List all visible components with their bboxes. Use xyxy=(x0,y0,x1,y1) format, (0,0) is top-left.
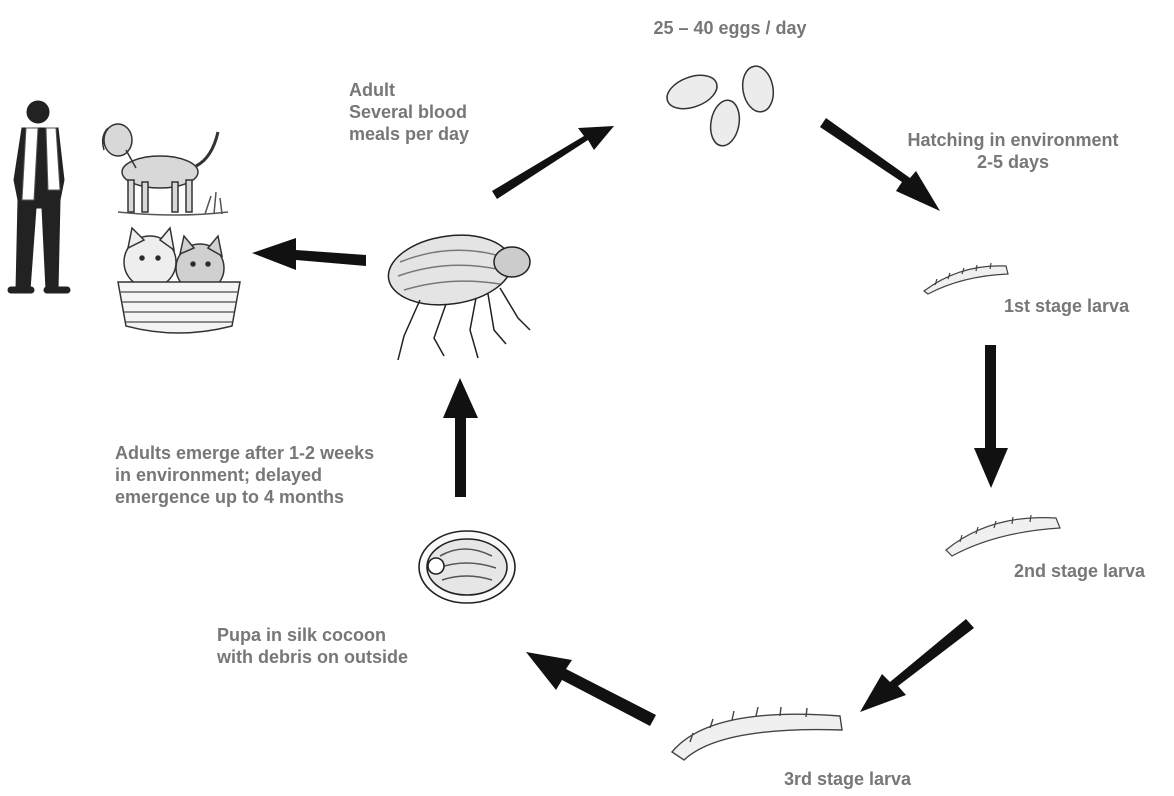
arrow-to-hosts xyxy=(252,238,366,270)
label-larva-3: 3rd stage larva xyxy=(784,768,911,790)
larva-icon xyxy=(946,515,1060,556)
larva-icon xyxy=(924,263,1008,294)
flea-icon xyxy=(384,228,530,360)
larva-icon xyxy=(672,707,842,760)
arrow-to-pupa xyxy=(526,652,656,726)
kittens-basket-icon xyxy=(118,228,240,333)
arrow-to-larva3 xyxy=(860,619,974,712)
arrow-to-eggs xyxy=(492,126,614,199)
eggs-icon xyxy=(662,64,776,148)
label-hatching: Hatching in environment 2-5 days xyxy=(882,129,1144,173)
label-adult-blood-meals: Adult Several blood meals per day xyxy=(349,79,469,145)
arrow-to-adult xyxy=(443,378,478,497)
label-larva-1: 1st stage larva xyxy=(1004,295,1129,317)
label-larva-2: 2nd stage larva xyxy=(1014,560,1145,582)
label-adults-emerge: Adults emerge after 1-2 weeks in environ… xyxy=(115,442,374,508)
cocoon-icon xyxy=(419,531,515,603)
dog-icon xyxy=(103,124,228,215)
arrow-to-larva2 xyxy=(974,345,1008,488)
label-pupa: Pupa in silk cocoon with debris on outsi… xyxy=(217,624,408,668)
label-eggs-per-day: 25 – 40 eggs / day xyxy=(630,17,830,39)
human-icon xyxy=(8,101,70,293)
